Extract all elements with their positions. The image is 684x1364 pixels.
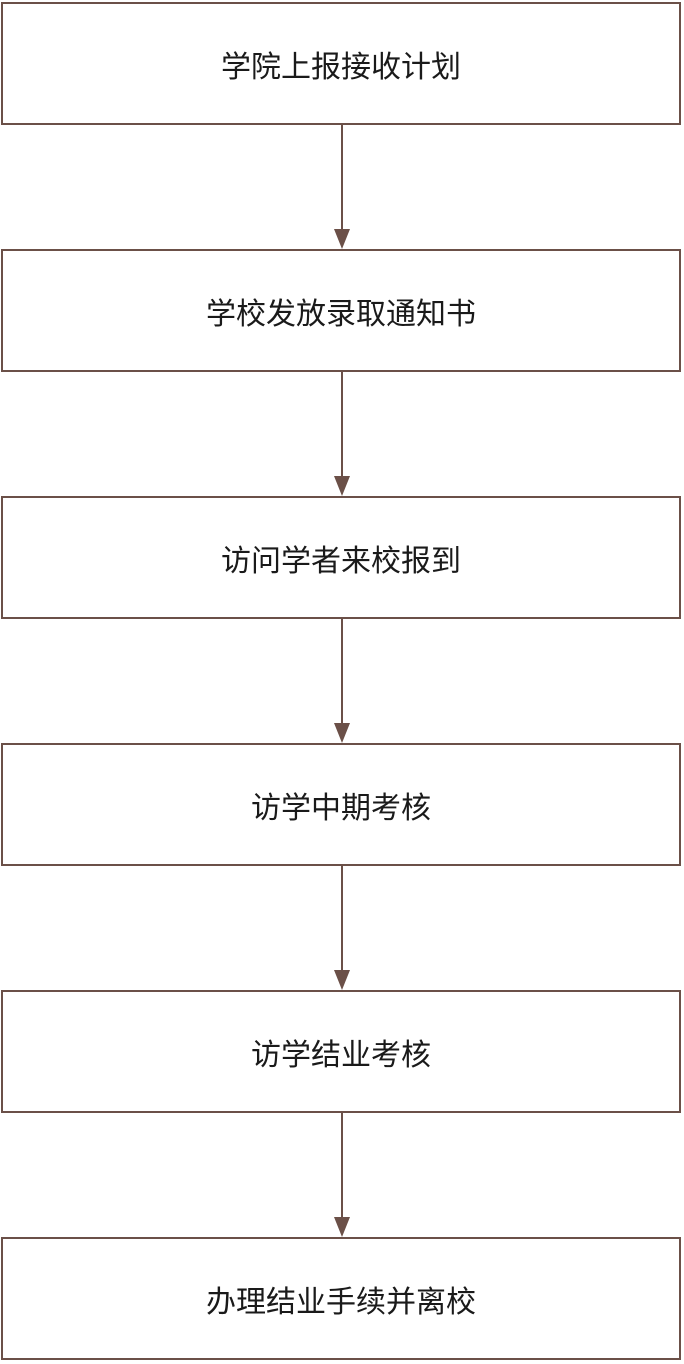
step-box-admission-notice: 学校发放录取通知书 xyxy=(1,249,681,372)
step-box-midterm-assessment: 访学中期考核 xyxy=(1,743,681,866)
arrow-connector xyxy=(334,866,350,990)
arrow-connector xyxy=(334,372,350,496)
step-label: 访问学者来校报到 xyxy=(221,543,461,579)
arrow-connector xyxy=(334,619,350,743)
step-label: 学院上报接收计划 xyxy=(221,49,461,85)
step-box-final-assessment: 访学结业考核 xyxy=(1,990,681,1113)
arrow-connector xyxy=(334,1113,350,1237)
step-box-scholar-arrival: 访问学者来校报到 xyxy=(1,496,681,619)
step-label: 访学中期考核 xyxy=(251,790,431,826)
step-label: 学校发放录取通知书 xyxy=(206,296,476,332)
arrow-connector xyxy=(334,125,350,249)
step-box-report-plan: 学院上报接收计划 xyxy=(1,2,681,125)
step-label: 访学结业考核 xyxy=(251,1037,431,1073)
step-label: 办理结业手续并离校 xyxy=(206,1284,476,1320)
step-box-completion-departure: 办理结业手续并离校 xyxy=(1,1237,681,1360)
